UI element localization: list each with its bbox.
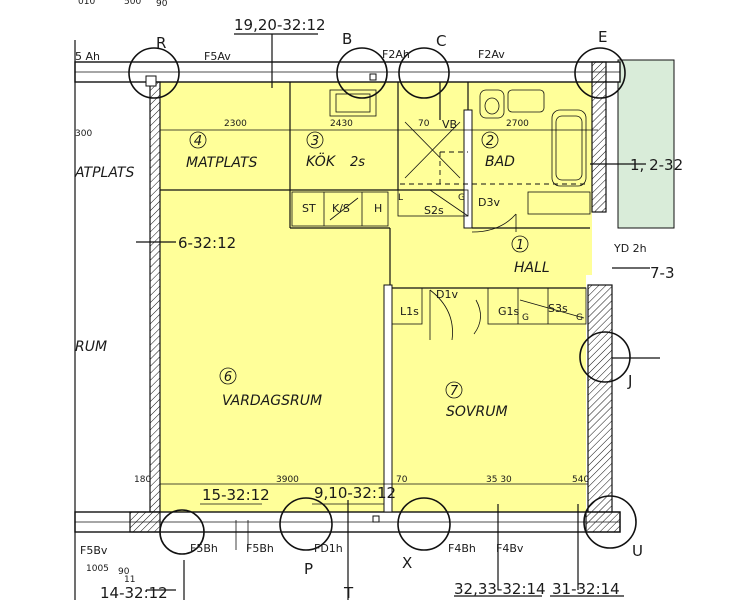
dim-010: 010 [78,0,95,7]
room-7-number: 7 [450,384,459,399]
code-f5ah: 5 Ah [75,50,100,63]
ref-bottom-910: 9,10-32:12 [314,484,396,502]
dim-1005: 1005 [86,564,109,574]
room-3-name: KÖK [306,152,337,170]
code-g3: G [576,313,583,323]
dim-2700: 2700 [506,119,529,129]
room-6-name: VARDAGSRUM [222,393,322,409]
code-l1s: L1s [400,305,419,318]
code-f2av: F2Av [478,48,505,61]
dim-500: 500 [124,0,141,7]
code-f5bh2: F5Bh [246,542,274,555]
room-3-number: 3 [311,134,319,149]
room-4-number: 4 [194,134,202,149]
dim-180: 180 [134,475,151,485]
code-f5av: F5Av [204,50,231,63]
code-d1v: D1v [436,288,458,301]
ref-bottom-14: 14-32:12 [100,584,168,600]
code-g1: G [458,193,465,203]
dim-3530: 35 30 [486,475,512,485]
code-ks: K/S [332,202,350,215]
grid-B: B [342,30,352,48]
code-f5bv: F5Bv [80,544,108,557]
dim-300: 300 [75,129,92,139]
code-f4bv: F4Bv [496,542,524,555]
grid-C: C [436,32,446,50]
code-f2ah: F2Ah [382,48,410,61]
code-f5bh1: F5Bh [190,542,218,555]
code-s3s: S3s [548,302,568,315]
neighbour-rum: RUM [75,339,107,355]
dim-11: 11 [124,575,135,585]
ref-top: 19,20-32:12 [234,16,326,34]
dim-90b: 90 [156,0,168,9]
apartment-area [160,82,592,512]
balcony-area [617,59,675,229]
code-st: ST [302,202,316,215]
ref-right-upper: 1, 2-32 [630,156,683,174]
room-1-number: 1 [516,238,524,253]
door-swings [429,213,517,341]
code-f4bh: F4Bh [448,542,476,555]
code-s2s: S2s [424,204,444,217]
bathroom-fixtures [400,89,588,187]
code-d3v: D3v [478,196,500,209]
ref-bottom-3233: 32,33-32:14 [454,580,546,598]
grid-J: J [627,372,632,390]
code-l: L [398,193,403,203]
drawing-references: 19,20-32:12 6-32:12 1, 2-32 7-3 15-32:12… [100,16,683,600]
grid-circles [128,47,637,555]
code-vb: VB [442,118,457,131]
dim-2300: 2300 [224,119,247,129]
code-g2: G [522,313,529,323]
ref-bottom-31: 31-32:14 [552,580,620,598]
code-yd2h: YD 2h [613,242,647,255]
grid-R: R [156,34,166,52]
grid-E: E [598,28,607,46]
dim-70b: 70 [396,475,408,485]
ref-bottom-15: 15-32:12 [202,486,270,504]
room-4-name: MATPLATS [186,155,258,171]
grid-T: T [343,584,354,600]
dim-70a: 70 [418,119,430,129]
dim-3900: 3900 [276,475,299,485]
dim-2430: 2430 [330,119,353,129]
code-g1s: G1s [498,305,520,318]
component-codes: 5 Ah F5Av F2Ah F2Av VB D3v YD 2h D1v L1s… [75,48,647,557]
room-1-name: HALL [514,260,550,276]
code-h: H [374,202,382,215]
grid-letters: R B C E J U P X T [156,28,643,600]
room-2-name: BAD [485,154,515,170]
ref-right-mid: 7-3 [650,264,675,282]
grid-P: P [304,560,313,578]
dim-90: 90 [118,567,130,577]
dimensions: 2300 2430 70 2700 300 180 3900 70 35 30 … [75,0,589,585]
ref-left: 6-32:12 [178,234,236,252]
neighbour-matplats: ATPLATS [74,165,134,181]
room-6-number: 6 [224,370,232,385]
room-labels: 4 MATPLATS 3 KÖK 2s 2 BAD 1 HALL 6 VARDA… [74,131,550,420]
grid-X: X [402,554,412,572]
code-fd1h: FD1h [314,542,343,555]
room-3-code: 2s [350,155,365,170]
grid-U: U [632,542,643,560]
room-2-number: 2 [486,134,494,149]
reference-lines [136,33,660,600]
room-7-name: SOVRUM [446,404,508,420]
dim-540: 540 [572,475,589,485]
interior-walls [160,82,591,513]
